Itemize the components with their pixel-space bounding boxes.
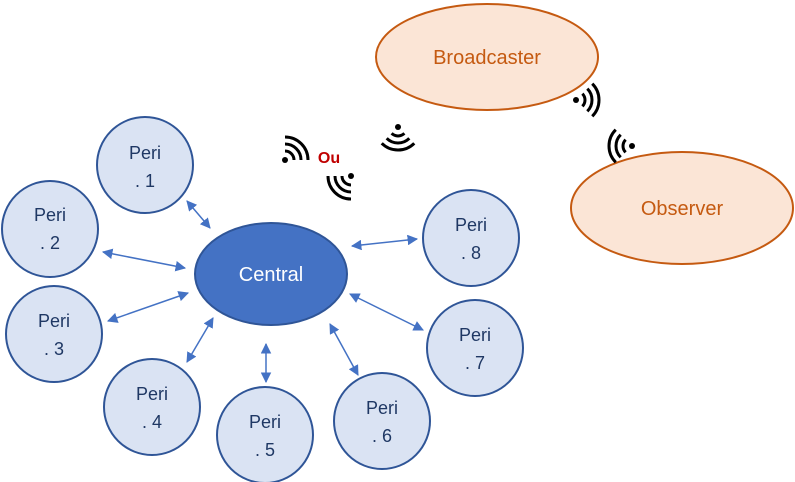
wifi-signal-icon <box>282 135 310 163</box>
arrow-peri-2 <box>101 248 187 272</box>
peri-label-line2: . 1 <box>135 171 155 191</box>
peri-label-line1: Peri <box>34 205 66 225</box>
peri-node-8: Peri . 8 <box>422 189 520 287</box>
peri-label-line2: . 6 <box>372 426 392 446</box>
peri-label-line2: . 7 <box>465 353 485 373</box>
peri-label-line1: Peri <box>459 325 491 345</box>
arrow-peri-4 <box>186 317 214 363</box>
wifi-signal-icon <box>380 124 416 152</box>
central-node: Central <box>194 222 348 326</box>
peri-label-line1: Peri <box>249 412 281 432</box>
peri-node-2: Peri . 2 <box>1 180 99 278</box>
central-label: Central <box>239 264 303 286</box>
peri-node-5: Peri . 5 <box>216 386 314 482</box>
arrow-peri-6 <box>329 323 359 376</box>
peri-label-line1: Peri <box>38 311 70 331</box>
observer-node: Observer <box>570 151 794 265</box>
wifi-signal-icon <box>326 173 354 201</box>
peri-label-line2: . 5 <box>255 440 275 460</box>
peri-label-line2: . 8 <box>461 243 481 263</box>
peri-node-4: Peri . 4 <box>103 358 201 456</box>
peri-label-line1: Peri <box>129 143 161 163</box>
peri-label-line1: Peri <box>366 398 398 418</box>
wifi-signal-icon <box>607 128 635 164</box>
peri-label-line1: Peri <box>455 215 487 235</box>
connection-arrows <box>101 200 424 384</box>
arrow-peri-7 <box>349 293 424 331</box>
broadcaster-node: Broadcaster <box>375 3 599 111</box>
arrow-peri-3 <box>107 291 189 323</box>
wifi-signal-icon <box>573 82 601 118</box>
peri-label-line2: . 4 <box>142 412 162 432</box>
peri-node-6: Peri . 6 <box>333 372 431 470</box>
arrow-peri-1 <box>186 200 211 229</box>
peri-label-line1: Peri <box>136 384 168 404</box>
peri-node-7: Peri . 7 <box>426 299 524 397</box>
or-label: Ou <box>318 150 340 167</box>
peri-node-3: Peri . 3 <box>5 285 103 383</box>
arrow-peri-8 <box>350 234 419 251</box>
peri-node-1: Peri . 1 <box>96 116 194 214</box>
peri-label-line2: . 2 <box>40 233 60 253</box>
broadcaster-label: Broadcaster <box>433 47 541 69</box>
observer-label: Observer <box>641 198 724 220</box>
peri-label-line2: . 3 <box>44 339 64 359</box>
